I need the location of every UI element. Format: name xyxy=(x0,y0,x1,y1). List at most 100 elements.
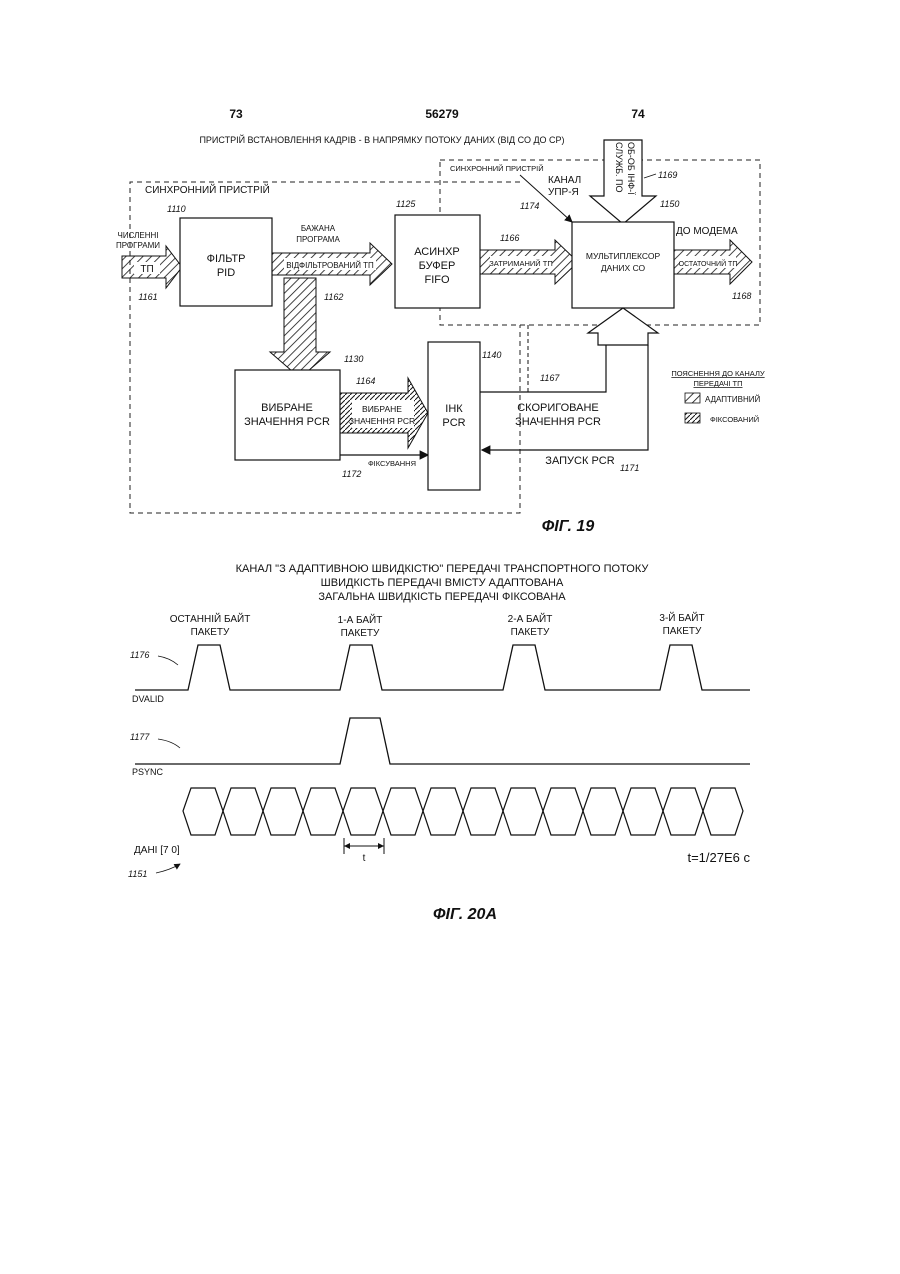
mux-label-2: ДАНИХ СО xyxy=(601,263,646,273)
data-bus-cell xyxy=(503,788,543,835)
ref-1162: 1162 xyxy=(324,292,343,302)
t-dimension-arrow-left xyxy=(344,843,350,849)
ref-1168: 1168 xyxy=(732,291,751,301)
ref-1169-leader xyxy=(644,174,656,178)
data-bus-cell xyxy=(543,788,583,835)
t-dimension-arrow-right xyxy=(378,843,384,849)
pulse-label-last-byte-1: ОСТАННІЙ БАЙТ xyxy=(170,612,251,625)
psync-waveform xyxy=(135,718,750,764)
data-bus-cell xyxy=(583,788,623,835)
ref-1151: 1151 xyxy=(128,869,147,879)
data-bus-waveform xyxy=(183,788,743,835)
control-channel-label-1: КАНАЛ xyxy=(548,175,581,186)
page-number-left: 73 xyxy=(229,107,243,121)
ref-1176: 1176 xyxy=(130,650,149,660)
data-bus-cell xyxy=(223,788,263,835)
data-bus-label: ДАНІ [7 0] xyxy=(134,845,180,856)
ref-1140: 1140 xyxy=(482,350,501,360)
legend-fixed-swatch xyxy=(685,413,700,423)
pulse-label-byte2-2: ПАКЕТУ xyxy=(511,627,550,638)
ref-1177: 1177 xyxy=(130,732,150,742)
fig19-caption: ФІГ. 19 xyxy=(542,518,595,535)
data-bus-cell xyxy=(343,788,383,835)
ref-1171: 1171 xyxy=(620,463,639,473)
fifo-label-3: FIFO xyxy=(424,274,449,286)
pid-filter-label-2: PID xyxy=(217,267,235,279)
ref-1150: 1150 xyxy=(660,199,679,209)
dvalid-waveform xyxy=(135,645,750,690)
inc-pcr-block xyxy=(428,342,480,490)
filtered-ts-label: ВІДФІЛЬТРОВАНИЙ ТП xyxy=(286,261,374,270)
fig20-title-2: ШВИДКІСТЬ ПЕРЕДАЧІ ВМІСТУ АДАПТОВАНА xyxy=(321,577,564,589)
ref-1169: 1169 xyxy=(658,170,677,180)
sync-device-right-label: СИНХРОННИЙ ПРИСТРІЙ xyxy=(450,164,544,173)
pulse-label-byte2-1: 2-А БАЙТ xyxy=(508,612,553,625)
legend-title-2: ПЕРЕДАЧІ ТП xyxy=(693,379,742,388)
data-bus-cell xyxy=(383,788,423,835)
data-bus-cell xyxy=(303,788,343,835)
ref-1172: 1172 xyxy=(342,469,361,479)
ref-1110: 1110 xyxy=(167,204,186,214)
control-channel-label-2: УПР-Я xyxy=(548,187,579,198)
to-modem-label: ДО МОДЕМА xyxy=(676,226,738,237)
ref-1166: 1166 xyxy=(500,233,519,243)
data-bus-cell xyxy=(263,788,303,835)
ref-1177-leader xyxy=(158,739,180,748)
selected-pcr-label-2: ЗНАЧЕННЯ PCR xyxy=(244,416,330,428)
data-bus-cell xyxy=(663,788,703,835)
latch-label: ФІКСУВАННЯ xyxy=(368,459,416,468)
corrected-pcr-label-1: СКОРИГОВАНЕ xyxy=(517,402,599,414)
corrected-pcr-label-2: ЗНАЧЕННЯ PCR xyxy=(515,416,601,428)
ref-1176-leader xyxy=(158,656,178,665)
fifo-label-1: АСИНХР xyxy=(414,246,460,258)
ref-1164: 1164 xyxy=(356,376,375,386)
ref-1167: 1167 xyxy=(540,373,560,383)
input-programs-label-2: ПРОГРАМИ xyxy=(116,241,160,250)
pulse-label-byte1-1: 1-А БАЙТ xyxy=(338,613,383,626)
legend-title-1: ПОЯСНЕННЯ ДО КАНАЛУ xyxy=(671,369,765,378)
data-bus-cell xyxy=(183,788,223,835)
pcr-correction-uparrow xyxy=(588,308,658,345)
delayed-ts-label: ЗАТРИМАНИЙ ТП xyxy=(489,259,552,268)
mux-label-1: МУЛЬТИПЛЕКСОР xyxy=(586,251,661,261)
pulse-label-byte3-2: ПАКЕТУ xyxy=(663,626,702,637)
sync-device-left-label: СИНХРОННИЙ ПРИСТРІЙ xyxy=(145,183,270,196)
start-pcr-label: ЗАПУСК PCR xyxy=(545,455,614,467)
selected-pcr-block xyxy=(235,370,340,460)
service-info-label-2: ОБ-ОБ ІНФ-Ї xyxy=(626,142,636,195)
ref-1174: 1174 xyxy=(520,201,539,211)
inc-pcr-label-2: PCR xyxy=(442,417,465,429)
fig20-title-3: ЗАГАЛЬНА ШВИДКІСТЬ ПЕРЕДАЧІ ФІКСОВАНА xyxy=(318,591,566,603)
legend-adaptive-swatch xyxy=(685,393,700,403)
ref-1161: 1161 xyxy=(138,292,157,302)
dvalid-label: DVALID xyxy=(132,694,164,704)
legend-adaptive-label: АДАПТИВНИЙ xyxy=(705,395,761,404)
fig19-title: ПРИСТРІЙ ВСТАНОВЛЕННЯ КАДРІВ - В НАПРЯМК… xyxy=(199,134,564,145)
ref-1125: 1125 xyxy=(396,199,416,209)
wanted-program-label-2: ПРОГРАМА xyxy=(296,235,340,244)
data-bus-cell xyxy=(463,788,503,835)
page-number-right: 74 xyxy=(631,107,645,121)
legend-fixed-label: ФІКСОВАНИЙ xyxy=(710,415,759,424)
selected-pcr-label-1: ВИБРАНЕ xyxy=(261,402,313,414)
data-bus-cell xyxy=(703,788,743,835)
inc-pcr-label-1: ІНК xyxy=(445,403,463,415)
pulse-label-last-byte-2: ПАКЕТУ xyxy=(191,627,230,638)
data-bus-cell xyxy=(423,788,463,835)
pcr-extract-downarrow xyxy=(270,278,330,378)
fig20-title-1: КАНАЛ "З АДАПТИВНОЮ ШВИДКІСТЮ" ПЕРЕДАЧІ … xyxy=(236,563,650,575)
start-pcr-line xyxy=(482,345,648,450)
ref-1130: 1130 xyxy=(344,354,363,364)
t-dimension-label: t xyxy=(363,853,366,864)
selected-pcr-arrow-label-1: ВИБРАНЕ xyxy=(362,404,402,414)
input-ts-label: ТП xyxy=(140,264,153,275)
selected-pcr-arrow-label-2: ЗНАЧЕННЯ PCR xyxy=(349,416,415,426)
fig20-caption: ФІГ. 20А xyxy=(433,906,497,923)
ref-1151-leader xyxy=(156,864,180,873)
data-bus-cell xyxy=(623,788,663,835)
final-ts-label: ОСТАТОЧНИЙ ТП xyxy=(679,259,738,268)
fifo-label-2: БУФЕР xyxy=(419,260,456,272)
service-info-label-1: СЛУЖБ. ПО xyxy=(614,142,624,193)
input-programs-label-1: ЧИСЛЕННІ xyxy=(118,231,159,240)
